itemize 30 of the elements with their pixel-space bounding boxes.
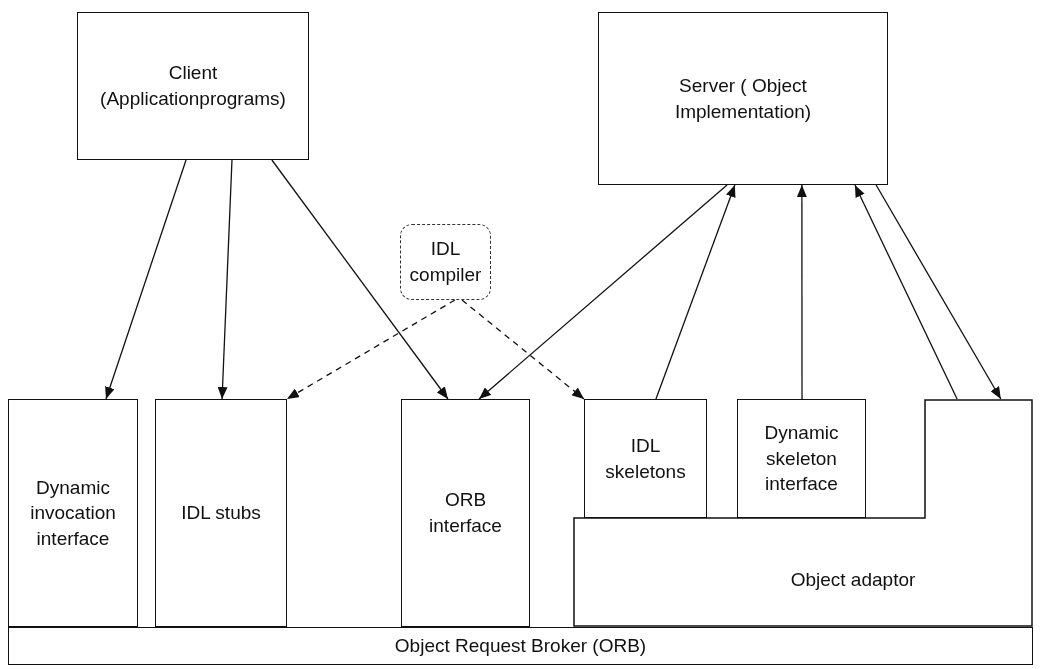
component-label: Object adaptor: [789, 568, 917, 593]
arrow: [105, 159, 187, 400]
dashed-arrow: [286, 299, 456, 400]
interface-box: [737, 399, 866, 518]
arrow: [271, 159, 449, 400]
component-label: IDL stubs: [180, 501, 262, 526]
interface-box: [8, 399, 138, 627]
component-label: Dynamic skeleton interface: [763, 421, 840, 497]
compiler-box: [400, 224, 491, 300]
arrow: [875, 184, 1002, 400]
client-box: [77, 12, 309, 160]
interface-box: [401, 399, 530, 627]
component-label: IDL compiler: [408, 237, 483, 287]
arrow: [796, 184, 807, 400]
component-label: Client (Applicationprograms): [99, 61, 287, 111]
arrow: [854, 184, 958, 400]
component-label: IDL skeletons: [604, 433, 687, 484]
adaptor-block: [573, 399, 1033, 627]
arrow: [217, 159, 233, 400]
skeletons-box: [584, 399, 707, 518]
dashed-arrow: [461, 299, 585, 400]
component-label: Dynamic invocation interface: [29, 475, 117, 551]
broker-bar: [8, 627, 1033, 665]
arrow: [478, 184, 728, 400]
arrow: [655, 184, 736, 400]
component-label: Object Request Broker (ORB): [393, 634, 648, 659]
server-box: [598, 12, 888, 185]
component-label: Server ( Object Implementation): [673, 73, 813, 124]
stubs-box: [155, 399, 287, 627]
component-label: ORB interface: [428, 488, 503, 538]
